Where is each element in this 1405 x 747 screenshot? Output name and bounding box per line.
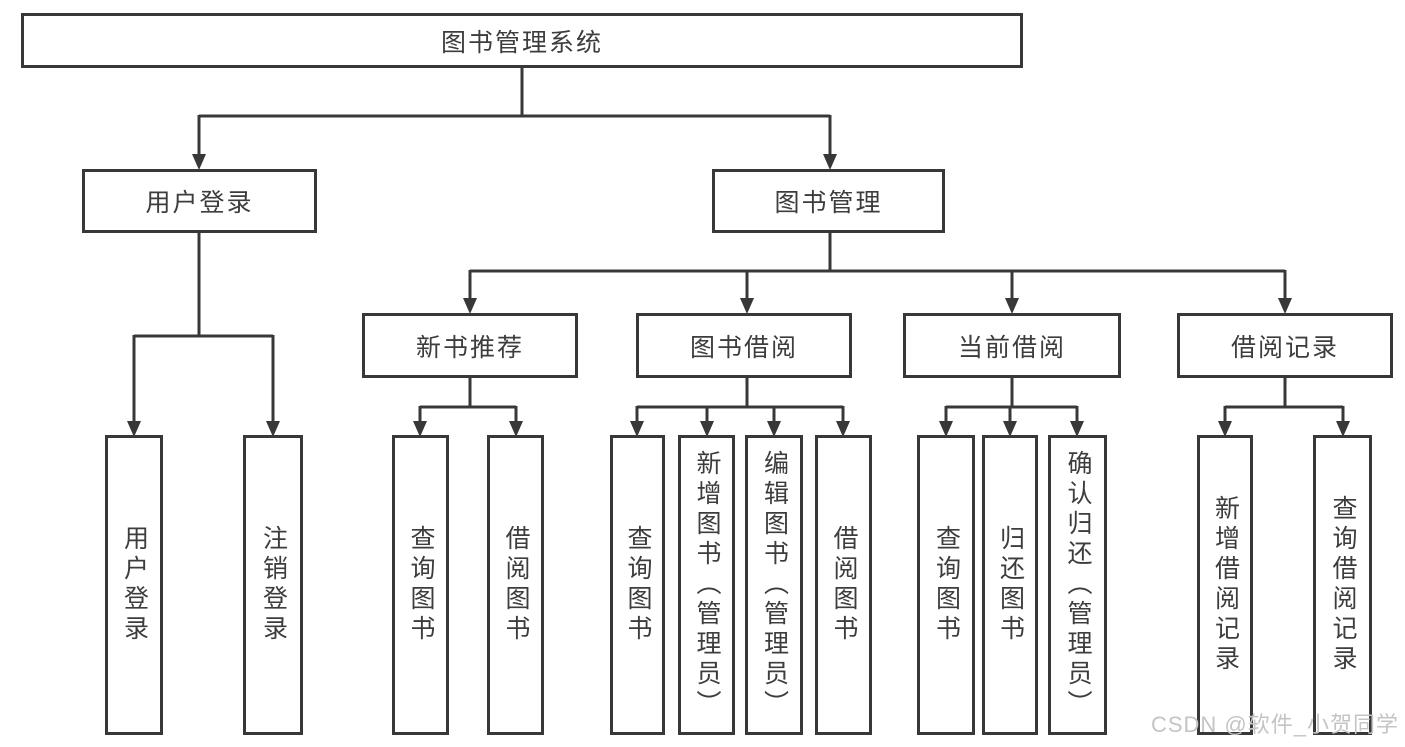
node-label: 图书管理系统 [440, 28, 603, 57]
leaf-query-borrow-record: 查询借阅记录 [1313, 435, 1372, 735]
node-label: 归还图书 [996, 525, 1025, 645]
leaf-borrow-books-recommend: 借阅图书 [487, 435, 544, 735]
leaf-user-login: 用户登录 [105, 435, 163, 735]
node-label: 确认归还（管理员） [1064, 450, 1092, 720]
node-label: 编辑图书（管理员） [760, 450, 789, 720]
node-user-login: 用户登录 [82, 169, 317, 233]
node-library-system: 图书管理系统 [21, 13, 1023, 68]
node-label: 借阅图书 [830, 525, 858, 645]
node-label: 注销登录 [259, 525, 288, 645]
node-new-book-recommend: 新书推荐 [362, 313, 578, 378]
node-label: 查询图书 [932, 525, 961, 645]
leaf-edit-books-admin: 编辑图书（管理员） [745, 435, 803, 735]
node-label: 当前借阅 [957, 333, 1066, 362]
node-label: 图书管理 [774, 189, 883, 217]
node-label: 查询图书 [624, 525, 652, 645]
leaf-query-books-borrowing: 查询图书 [610, 435, 665, 735]
leaf-return-books: 归还图书 [982, 435, 1038, 735]
node-label: 借阅图书 [502, 525, 530, 645]
leaf-add-books-admin: 新增图书（管理员） [678, 435, 735, 735]
node-book-borrowing: 图书借阅 [636, 313, 852, 378]
node-label: 图书借阅 [689, 333, 798, 362]
leaf-logout: 注销登录 [243, 435, 303, 735]
node-label: 新增借阅记录 [1211, 495, 1240, 675]
node-label: 用户登录 [120, 525, 149, 645]
csdn-watermark: CSDN @软件_小贺同学 [1150, 712, 1399, 737]
node-label: 查询图书 [407, 525, 435, 645]
leaf-borrow-books-borrowing: 借阅图书 [815, 435, 872, 735]
node-label: 查询借阅记录 [1329, 495, 1357, 675]
node-label: 新增图书（管理员） [693, 450, 721, 720]
node-label: 用户登录 [145, 189, 254, 217]
node-label: 新书推荐 [415, 333, 524, 362]
leaf-add-borrow-record: 新增借阅记录 [1197, 435, 1253, 735]
node-label: 借阅记录 [1230, 333, 1339, 362]
leaf-query-books-recommend: 查询图书 [392, 435, 449, 735]
node-current-borrowing: 当前借阅 [903, 313, 1121, 378]
node-borrowing-records: 借阅记录 [1177, 313, 1393, 378]
leaf-query-books-current: 查询图书 [917, 435, 975, 735]
node-book-management: 图书管理 [712, 169, 945, 233]
leaf-confirm-return-admin: 确认归还（管理员） [1048, 435, 1107, 735]
